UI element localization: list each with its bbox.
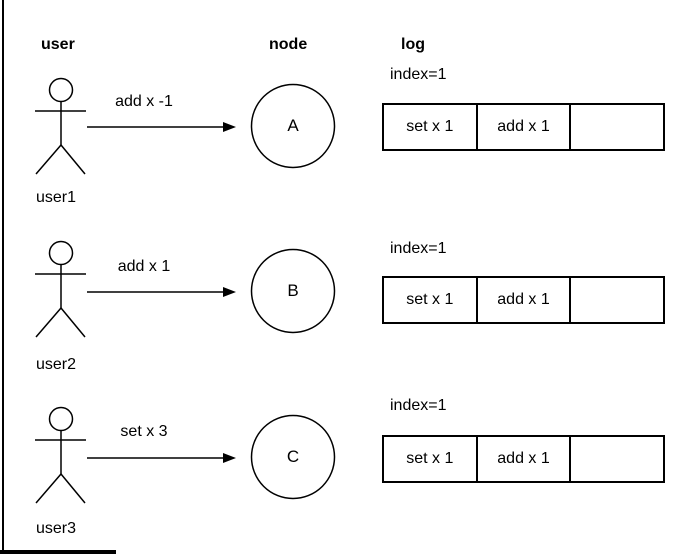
user-label: user3 — [36, 520, 77, 537]
log-table: set x 1 add x 1 — [382, 435, 665, 483]
user-label: user2 — [36, 356, 77, 373]
node-label: C — [286, 447, 300, 466]
message-label: add x 1 — [117, 258, 171, 275]
log-cell: set x 1 — [384, 278, 478, 322]
user-label: user1 — [36, 189, 77, 206]
log-cell: add x 1 — [478, 105, 572, 149]
frame-left-edge — [2, 0, 4, 554]
log-index-label: index=1 — [390, 240, 447, 257]
node-circle-icon — [250, 248, 336, 334]
log-cell-empty — [571, 278, 663, 322]
log-cell: add x 1 — [478, 437, 572, 481]
node-circle-icon — [250, 83, 336, 169]
stick-figure-icon — [35, 406, 86, 504]
log-cell: set x 1 — [384, 437, 478, 481]
right-arrow-icon — [87, 453, 236, 463]
log-table: set x 1 add x 1 — [382, 103, 665, 151]
log-index-label: index=1 — [390, 66, 447, 83]
column-header-user: user — [41, 36, 75, 53]
stick-figure-icon — [35, 77, 86, 175]
right-arrow-icon — [87, 287, 236, 297]
node-label: B — [287, 281, 299, 300]
stick-figure-icon — [35, 240, 86, 338]
column-header-node: node — [269, 36, 308, 53]
node-circle-icon — [250, 414, 336, 500]
log-cell-empty — [571, 105, 663, 149]
message-label: set x 3 — [120, 423, 168, 440]
log-index-label: index=1 — [390, 397, 447, 414]
frame-bottom-edge — [0, 550, 116, 554]
log-cell: add x 1 — [478, 278, 572, 322]
right-arrow-icon — [87, 122, 236, 132]
log-table: set x 1 add x 1 — [382, 276, 665, 324]
message-label: add x -1 — [115, 93, 173, 110]
log-cell-empty — [571, 437, 663, 481]
column-header-log: log — [401, 36, 425, 53]
node-label: A — [287, 116, 299, 135]
log-cell: set x 1 — [384, 105, 478, 149]
